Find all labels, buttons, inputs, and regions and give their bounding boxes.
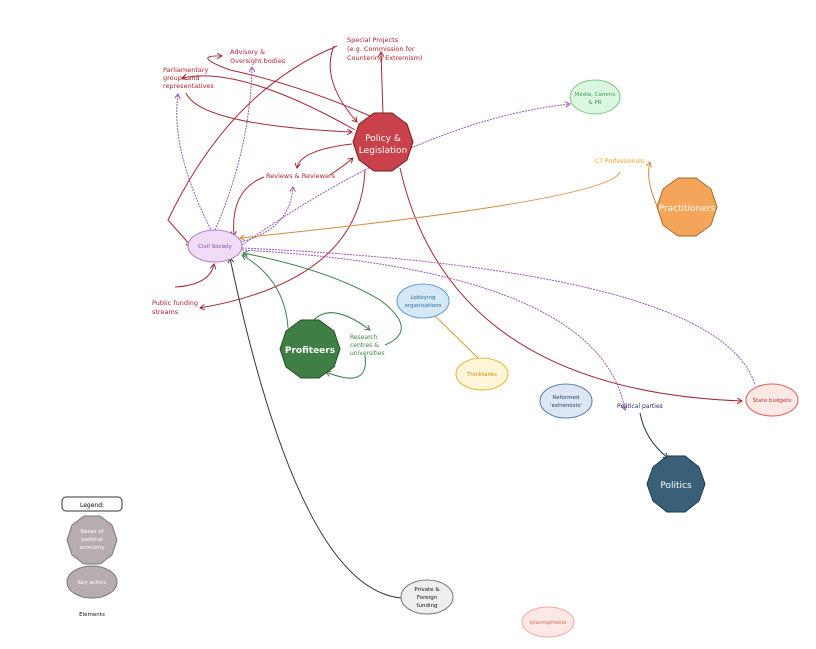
- node-label: & PR: [588, 100, 601, 106]
- text-label: groups and: [163, 74, 200, 82]
- node-islamophobia[interactable]: Islamophobia: [521, 606, 575, 638]
- label-ct-professionals: CT Professionals: [595, 158, 644, 165]
- node-label: organisations: [404, 303, 441, 309]
- label-reviews: Reviews & Reviewers: [266, 172, 336, 180]
- node-profiteers[interactable]: Profiteers: [279, 319, 341, 379]
- node-label: Thinktanks: [466, 372, 497, 378]
- text-label: Special Projects: [347, 36, 399, 44]
- node-label: Civil Society: [198, 244, 232, 250]
- node-label: Reformed: [553, 395, 580, 401]
- node-label: Policy &: [365, 134, 401, 144]
- text-label: political: [81, 537, 103, 543]
- node-lobbying[interactable]: Lobbying organisations: [396, 283, 450, 319]
- text-label: Key actors: [78, 580, 107, 586]
- node-label: 'extremists': [550, 403, 582, 409]
- node-label: Islamophobia: [530, 620, 567, 626]
- text-label: Advisory &: [230, 48, 265, 56]
- node-politics[interactable]: Politics: [646, 455, 706, 513]
- node-label: Foreign: [417, 595, 438, 601]
- text-label: (e.g. Commission for: [347, 45, 415, 53]
- label-advisory: Advisory &Oversight bodies: [230, 48, 286, 65]
- node-label: Practitioners: [659, 204, 716, 214]
- text-label: economy: [79, 545, 105, 551]
- legend: Legend: Bases of political economy Key a…: [61, 496, 123, 618]
- text-label: Bases of: [80, 529, 104, 535]
- label-special-projects: Special Projects(e.g. Commission forCoun…: [347, 36, 423, 62]
- node-label: Media, Comms: [575, 92, 616, 98]
- node-thinktanks[interactable]: Thinktanks: [455, 357, 509, 391]
- node-media-comms[interactable]: Media, Comms & PR: [569, 79, 621, 115]
- edges: [167, 45, 756, 599]
- node-label: funding: [417, 603, 438, 609]
- text-label: universities: [350, 350, 385, 357]
- node-reformed-extremists[interactable]: Reformed 'extremists': [539, 383, 593, 419]
- text-label: Countering Extremism): [347, 54, 423, 62]
- text-label: Oversight bodies: [230, 57, 286, 65]
- legend-title: Legend:: [80, 502, 104, 509]
- text-label: Public funding: [152, 299, 198, 307]
- text-label: representatives: [163, 82, 214, 90]
- node-label: Legislation: [359, 146, 408, 156]
- node-label: Politics: [660, 481, 692, 491]
- text-label: Research: [350, 334, 378, 341]
- text-label: streams: [152, 308, 179, 316]
- node-policy-legislation[interactable]: Policy & Legislation: [352, 112, 414, 172]
- node-state-budgets[interactable]: State budgets: [745, 383, 799, 417]
- node-private-foreign-funding[interactable]: Private & Foreign funding: [400, 579, 454, 615]
- text-label: centres &: [350, 342, 379, 349]
- text-label: Parliamentary: [163, 66, 209, 74]
- node-label: State budgets: [753, 398, 792, 404]
- node-label: Private &: [414, 587, 440, 593]
- node-civil-society[interactable]: Civil Society: [187, 229, 243, 263]
- legend-elements: Elements: [79, 612, 105, 618]
- label-political-parties: Political parties: [617, 403, 663, 410]
- node-label: Profiteers: [285, 346, 335, 356]
- node-practitioners[interactable]: Practitioners: [656, 177, 718, 237]
- node-label: Lobbying: [410, 295, 435, 301]
